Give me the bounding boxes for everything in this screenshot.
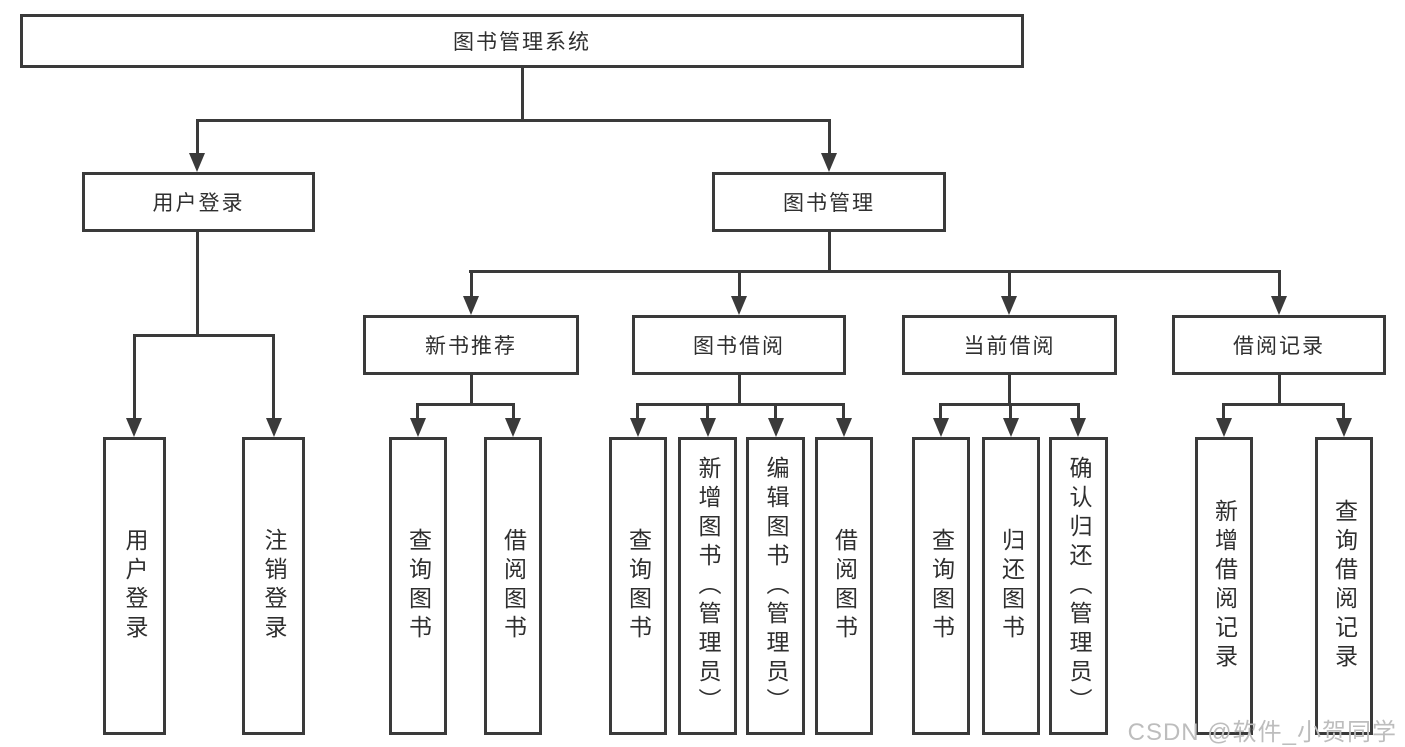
arrowhead-icon xyxy=(1216,418,1232,437)
connector-line xyxy=(416,403,419,419)
connector-line xyxy=(1009,403,1012,419)
leaf-add-books-admin: 新增图书（管理员） xyxy=(678,437,737,735)
arrowhead-icon xyxy=(126,418,142,437)
connector-line xyxy=(1077,403,1080,419)
arrowhead-icon xyxy=(1336,418,1352,437)
connector-line xyxy=(738,375,741,404)
node-book-borrowing: 图书借阅 xyxy=(632,315,846,375)
leaf-borrow-books-1: 借阅图书 xyxy=(484,437,542,735)
arrowhead-icon xyxy=(836,418,852,437)
connector-line xyxy=(521,68,524,122)
connector-line xyxy=(1342,403,1345,419)
connector-line xyxy=(1008,270,1011,298)
connector-line xyxy=(738,270,741,298)
connector-line xyxy=(469,270,1281,273)
leaf-add-borrow-record: 新增借阅记录 xyxy=(1195,437,1253,735)
connector-line xyxy=(1222,403,1225,419)
leaf-query-books-2: 查询图书 xyxy=(609,437,667,735)
connector-line xyxy=(470,270,473,298)
arrowhead-icon xyxy=(410,418,426,437)
connector-line xyxy=(828,119,831,155)
node-current-borrowing: 当前借阅 xyxy=(902,315,1117,375)
leaf-edit-books-admin: 编辑图书（管理员） xyxy=(746,437,805,735)
connector-line xyxy=(1278,375,1281,404)
connector-line xyxy=(636,403,639,419)
connector-line xyxy=(196,119,199,155)
arrowhead-icon xyxy=(821,153,837,172)
connector-line xyxy=(939,403,942,419)
node-root: 图书管理系统 xyxy=(20,14,1024,68)
arrowhead-icon xyxy=(1271,296,1287,315)
leaf-logout: 注销登录 xyxy=(242,437,305,735)
connector-line xyxy=(272,334,275,418)
connector-line xyxy=(1278,270,1281,298)
connector-line xyxy=(1222,403,1345,406)
leaf-borrow-books-2: 借阅图书 xyxy=(815,437,873,735)
connector-line xyxy=(416,403,515,406)
connector-line xyxy=(636,403,845,406)
leaf-confirm-return-admin: 确认归还（管理员） xyxy=(1049,437,1108,735)
arrowhead-icon xyxy=(189,153,205,172)
connector-line xyxy=(1008,375,1011,404)
connector-line xyxy=(842,403,845,419)
arrowhead-icon xyxy=(630,418,646,437)
arrowhead-icon xyxy=(266,418,282,437)
leaf-user-login: 用户登录 xyxy=(103,437,166,735)
connector-line xyxy=(512,403,515,419)
arrowhead-icon xyxy=(731,296,747,315)
arrowhead-icon xyxy=(505,418,521,437)
connector-line xyxy=(706,403,709,419)
arrowhead-icon xyxy=(1001,296,1017,315)
leaf-query-books-1: 查询图书 xyxy=(389,437,447,735)
arrowhead-icon xyxy=(1070,418,1086,437)
connector-line xyxy=(196,232,199,337)
connector-line xyxy=(196,119,830,122)
node-new-book-recommend: 新书推荐 xyxy=(363,315,579,375)
connector-line xyxy=(774,403,777,419)
leaf-return-books: 归还图书 xyxy=(982,437,1040,735)
leaf-query-borrow-record: 查询借阅记录 xyxy=(1315,437,1373,735)
connector-line xyxy=(470,375,473,404)
node-book-management: 图书管理 xyxy=(712,172,946,232)
leaf-query-books-3: 查询图书 xyxy=(912,437,970,735)
node-borrowing-records: 借阅记录 xyxy=(1172,315,1386,375)
arrowhead-icon xyxy=(768,418,784,437)
arrowhead-icon xyxy=(933,418,949,437)
arrowhead-icon xyxy=(1003,418,1019,437)
arrowhead-icon xyxy=(463,296,479,315)
node-user-login: 用户登录 xyxy=(82,172,315,232)
arrowhead-icon xyxy=(700,418,716,437)
csdn-watermark: CSDN @软件_小贺同学 xyxy=(1127,719,1397,746)
connector-line xyxy=(828,232,831,273)
connector-line xyxy=(133,334,275,337)
connector-line xyxy=(133,334,136,418)
